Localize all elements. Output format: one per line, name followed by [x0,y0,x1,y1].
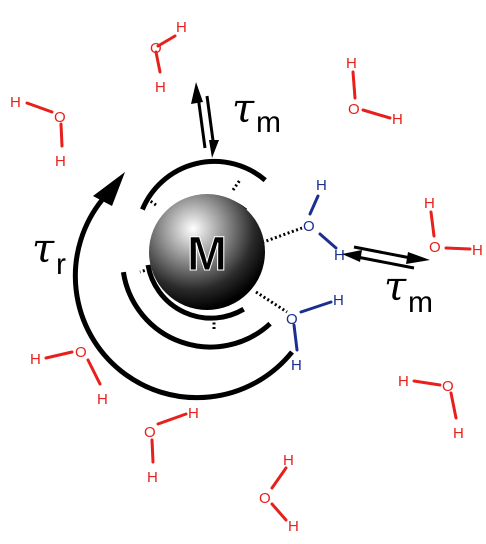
hydrogen-atom: H [398,373,409,390]
coordination-bond [255,290,288,314]
free-water-1: O H H [150,19,187,96]
rotation-arrow-curve [72,198,294,401]
hydrogen-atom: H [334,247,345,264]
hydrogen-atom: H [176,19,187,36]
tau-m-right-symbol: τ [384,264,407,310]
hbond-dash [139,267,150,274]
free-water-2: H O H [346,55,403,128]
tau-r-symbol: τ [32,226,55,272]
hydrogen-atom: H [10,94,21,111]
oxygen-atom: O [54,109,66,126]
hydrogen-atom: H [147,469,158,486]
oxygen-atom: O [286,311,298,328]
oxygen-atom: O [429,239,441,256]
tau-m-top-subscript: m [256,106,281,139]
metal-ion: M [149,194,265,310]
hydrogen-atom: H [453,425,464,442]
hydrogen-atom: H [472,242,483,259]
rotation-arrow [72,172,294,401]
outer-arc-bottom [120,271,272,350]
hydrogen-atom: H [283,452,294,469]
exchange-arrows-right [342,245,430,270]
oxygen-atom: O [150,40,162,57]
rotation-arrowhead [93,172,125,206]
free-water-5: H O H [30,344,108,408]
free-water-4: H O H [424,195,483,259]
inner-arc-bottom [145,264,245,321]
outer-arc-top [140,158,267,211]
bound-water-2: O H H [286,292,344,374]
hydrogen-atom: H [346,55,357,72]
oxygen-atom: O [259,490,271,507]
coordination-bond [257,226,303,246]
hydrogen-atom: H [55,153,66,170]
hbond-dash [145,196,157,207]
free-water-7: O H H [144,405,199,486]
hydrogen-atom: H [97,391,108,408]
hydrogen-atom: H [30,351,41,368]
oxygen-atom: O [348,101,360,118]
hydrogen-atom: H [333,292,344,309]
oxygen-atom: O [144,424,156,441]
tau-m-right-subscript: m [408,286,433,319]
hbond-dash [231,179,242,191]
bound-water-1: O H H [303,177,345,264]
hydrogen-atom: H [288,518,299,535]
oxygen-atom: O [303,218,315,235]
tau-m-top-symbol: τ [232,86,255,132]
exchange-arrows-top [191,82,219,158]
metal-label: M [187,228,227,281]
free-water-8: H O H [259,452,299,535]
hydrogen-atom: H [291,357,302,374]
oxygen-atom: O [75,344,87,361]
oxygen-atom: O [442,378,454,395]
hydrogen-atom: H [188,405,199,422]
tau-r-subscript: r [56,248,66,281]
hydrogen-atom: H [392,111,403,128]
metal-sphere [149,194,265,310]
free-water-3: H O H [10,94,66,170]
hydrogen-atom: H [316,177,327,194]
hydrogen-atom: H [155,79,166,96]
free-water-6: H O H [398,373,464,442]
hydrogen-atom: H [424,195,435,212]
